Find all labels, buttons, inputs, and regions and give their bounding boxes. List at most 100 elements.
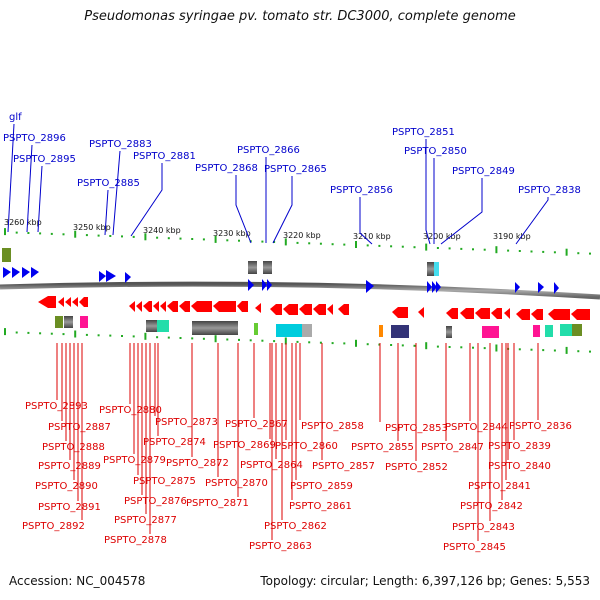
gene-label[interactable]: PSPTO_2844 [445,422,508,433]
feature-block[interactable] [379,325,383,337]
gene-label[interactable]: PSPTO_2852 [385,462,448,473]
reverse-arrow[interactable] [160,301,166,312]
forward-arrow[interactable] [3,267,11,278]
feature-block[interactable] [146,320,157,332]
gene-label[interactable]: PSPTO_2838 [518,185,581,196]
gene-label[interactable]: PSPTO_2840 [488,461,551,472]
feature-block[interactable] [302,324,312,337]
reverse-arrow[interactable] [516,309,530,320]
forward-arrow[interactable] [12,267,20,278]
gene-label[interactable]: PSPTO_2853 [385,423,448,434]
forward-arrow[interactable] [515,282,520,293]
gene-label[interactable]: PSPTO_2836 [509,421,572,432]
forward-arrow[interactable] [427,281,432,293]
gene-label[interactable]: PSPTO_2855 [351,442,414,453]
reverse-arrow[interactable] [270,304,282,315]
gene-label[interactable]: PSPTO_2896 [3,133,66,144]
feature-block[interactable] [560,324,572,336]
reverse-arrow[interactable] [38,296,56,308]
feature-block[interactable] [254,323,258,335]
forward-arrow[interactable] [31,267,39,278]
gene-label[interactable]: PSPTO_2891 [38,502,101,513]
forward-arrow[interactable] [22,267,30,278]
feature-block[interactable] [2,248,11,262]
reverse-arrow[interactable] [299,304,312,315]
gene-label[interactable]: PSPTO_2851 [392,127,455,138]
reverse-arrow[interactable] [79,297,88,307]
reverse-arrow[interactable] [475,308,490,319]
gene-label[interactable]: PSPTO_2881 [133,151,196,162]
gene-label[interactable]: PSPTO_2895 [13,154,76,165]
feature-block[interactable] [545,325,553,337]
feature-block[interactable] [533,325,540,337]
feature-block[interactable] [276,324,302,337]
gene-label[interactable]: glf [9,112,22,123]
gene-label[interactable]: PSPTO_2863 [249,541,312,552]
reverse-arrow[interactable] [72,297,78,307]
gene-label[interactable]: PSPTO_2858 [301,421,364,432]
gene-label[interactable]: PSPTO_2845 [443,542,506,553]
gene-label[interactable]: PSPTO_2861 [289,501,352,512]
feature-block[interactable] [434,262,439,276]
gene-label[interactable]: PSPTO_2872 [166,458,229,469]
gene-label[interactable]: PSPTO_2873 [155,417,218,428]
reverse-arrow[interactable] [446,308,458,319]
forward-arrow[interactable] [99,271,106,282]
reverse-arrow[interactable] [491,308,502,319]
gene-label[interactable]: PSPTO_2862 [264,521,327,532]
reverse-arrow[interactable] [191,301,212,312]
feature-block[interactable] [572,324,582,336]
reverse-arrow[interactable] [237,301,248,312]
reverse-arrow[interactable] [313,304,326,315]
gene-label[interactable]: PSPTO_2867 [225,419,288,430]
forward-arrow[interactable] [366,280,374,293]
reverse-arrow[interactable] [283,304,298,315]
gene-label[interactable]: PSPTO_2878 [104,535,167,546]
gene-label[interactable]: PSPTO_2857 [312,461,375,472]
gene-label[interactable]: PSPTO_2856 [330,185,393,196]
gene-label[interactable]: PSPTO_2890 [35,481,98,492]
reverse-arrow[interactable] [460,308,474,319]
forward-arrow[interactable] [267,279,272,291]
reverse-arrow[interactable] [143,301,152,312]
gene-label[interactable]: PSPTO_2883 [89,139,152,150]
gene-label[interactable]: PSPTO_2879 [103,455,166,466]
gene-label[interactable]: PSPTO_2892 [22,521,85,532]
gene-label[interactable]: PSPTO_2864 [240,460,303,471]
feature-block[interactable] [248,261,257,274]
gene-label[interactable]: PSPTO_2880 [99,405,162,416]
feature-block[interactable] [157,320,169,332]
gene-label[interactable]: PSPTO_2871 [186,498,249,509]
reverse-arrow[interactable] [571,309,590,320]
feature-block[interactable] [427,262,434,276]
reverse-arrow[interactable] [179,301,190,312]
reverse-arrow[interactable] [338,304,349,315]
forward-arrow[interactable] [248,279,254,291]
gene-label[interactable]: PSPTO_2874 [143,437,206,448]
gene-label[interactable]: PSPTO_2849 [452,166,515,177]
gene-label[interactable]: PSPTO_2843 [452,522,515,533]
gene-label[interactable]: PSPTO_2868 [195,163,258,174]
feature-block[interactable] [80,316,88,328]
gene-label[interactable]: PSPTO_2870 [205,478,268,489]
reverse-arrow[interactable] [167,301,178,312]
gene-label[interactable]: PSPTO_2893 [25,401,88,412]
gene-label[interactable]: PSPTO_2876 [124,496,187,507]
reverse-arrow[interactable] [418,307,424,318]
gene-label[interactable]: PSPTO_2887 [48,422,111,433]
gene-label[interactable]: PSPTO_2850 [404,146,467,157]
reverse-arrow[interactable] [153,301,159,312]
reverse-arrow[interactable] [255,303,261,313]
forward-arrow[interactable] [432,281,437,293]
feature-block[interactable] [482,326,499,338]
feature-block[interactable] [391,325,409,338]
feature-block[interactable] [263,261,272,274]
forward-arrow[interactable] [125,272,131,283]
forward-arrow[interactable] [538,282,544,293]
forward-arrow[interactable] [436,281,441,293]
reverse-arrow[interactable] [327,304,333,315]
feature-block[interactable] [192,321,238,335]
gene-label[interactable]: PSPTO_2885 [77,178,140,189]
gene-label[interactable]: PSPTO_2859 [290,481,353,492]
